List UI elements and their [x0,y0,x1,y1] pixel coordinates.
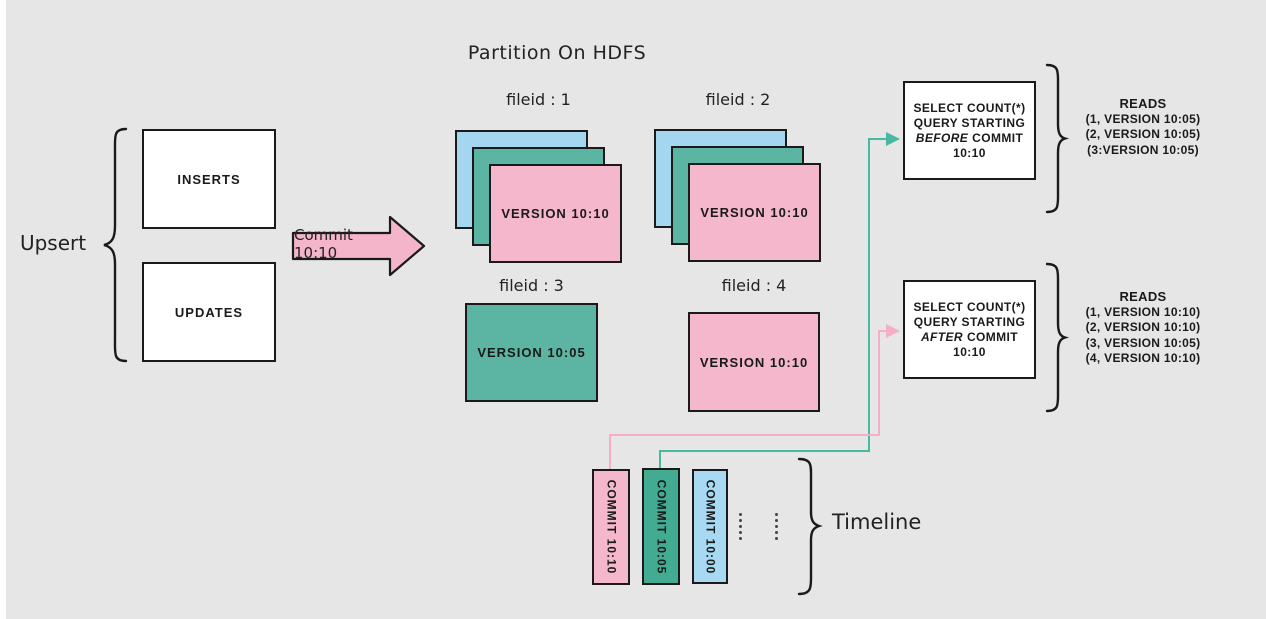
reads-after-item: (4, VERSION 10:10) [1085,351,1201,365]
query-after-bold-word: AFTER [920,329,963,344]
query-after-line1: SELECT COUNT(*) [913,299,1026,314]
inserts-box-label: INSERTS [177,171,241,187]
reads-before-result: READS (1, VERSION 10:05) (2, VERSION 10:… [1061,96,1225,158]
timeline-ellipsis-icon [739,513,742,540]
diagram-title: Partition On HDFS [467,42,647,64]
query-before-line3: BEFORE COMMIT [916,131,1023,146]
fileid-2-label: fileid : 2 [705,90,771,109]
reads-after-item: (2, VERSION 10:10) [1085,320,1201,334]
query-before-line2: QUERY STARTING [913,115,1026,130]
upsert-brace [103,127,128,363]
updates-box: UPDATES [142,262,276,362]
query-after-line3-rest: COMMIT [966,329,1019,344]
updates-box-label: UPDATES [174,304,244,320]
query-before-line3-rest: COMMIT [972,130,1024,145]
page-left-edge [0,0,6,619]
query-before-bold-word: BEFORE [915,130,969,145]
timeline-commit-1000-bar: COMMIT 10:00 [692,469,728,584]
fileid-3-version-label: VERSION 10:05 [477,345,586,360]
fileid-2-version-label: VERSION 10:10 [700,205,809,220]
commit-arrow-label: Commit 10:10 [294,226,353,262]
query-before-box: SELECT COUNT(*) QUERY STARTING BEFORE CO… [903,81,1036,180]
query-after-line2: QUERY STARTING [913,314,1026,329]
timeline-commit-1010-bar: COMMIT 10:10 [592,469,630,585]
reads-before-item: (2, VERSION 10:05) [1085,127,1201,141]
reads-after-title: READS [1119,289,1167,304]
reads-after-result: READS (1, VERSION 10:10) (2, VERSION 10:… [1061,289,1225,367]
reads-before-brace [1045,63,1070,214]
query-before-line1: SELECT COUNT(*) [913,100,1026,115]
inserts-box: INSERTS [142,129,276,229]
fileid-4-card: VERSION 10:10 [688,312,820,412]
fileid-4-label: fileid : 4 [721,276,787,295]
upsert-label: Upsert [19,231,87,255]
fileid-1-label: fileid : 1 [506,90,571,109]
reads-after-brace [1045,262,1070,413]
fileid-1-stack: VERSION 10:10 [455,130,622,263]
teal-arrowhead-icon [886,132,900,146]
fileid-1-version-label: VERSION 10:10 [501,206,610,221]
timeline-commit-1010-label: COMMIT 10:10 [604,479,618,575]
fileid-4-version-label: VERSION 10:10 [699,354,809,370]
timeline-brace [797,457,823,596]
commit-arrow-shape [291,215,426,277]
reads-after-item: (3, VERSION 10:05) [1085,335,1201,350]
fileid-2-stack: VERSION 10:10 [654,129,821,262]
reads-after-item: (1, VERSION 10:10) [1085,304,1201,319]
timeline-ellipsis-icon [775,513,778,540]
fileid-3-label: fileid : 3 [499,276,564,295]
pink-arrowhead-icon [886,324,900,338]
fileid-2-card-front: VERSION 10:10 [688,163,821,262]
query-after-line3: AFTER COMMIT [921,330,1018,345]
timeline-commit-1005-bar: COMMIT 10:05 [642,468,680,585]
timeline-commit-1005-label: COMMIT 10:05 [654,479,668,574]
commit-arrow-icon [291,215,426,277]
query-after-line4: 10:10 [953,344,986,359]
timeline-label: Timeline [832,510,922,534]
fileid-3-card: VERSION 10:05 [465,303,598,402]
query-before-line4: 10:10 [953,145,986,160]
timeline-commit-1000-label: COMMIT 10:00 [703,479,717,574]
reads-before-item: (3:VERSION 10:05) [1087,142,1199,157]
reads-before-item: (1, VERSION 10:05) [1085,111,1201,126]
query-after-box: SELECT COUNT(*) QUERY STARTING AFTER COM… [903,280,1036,379]
reads-before-title: READS [1119,96,1167,111]
fileid-1-card-front: VERSION 10:10 [489,164,622,263]
